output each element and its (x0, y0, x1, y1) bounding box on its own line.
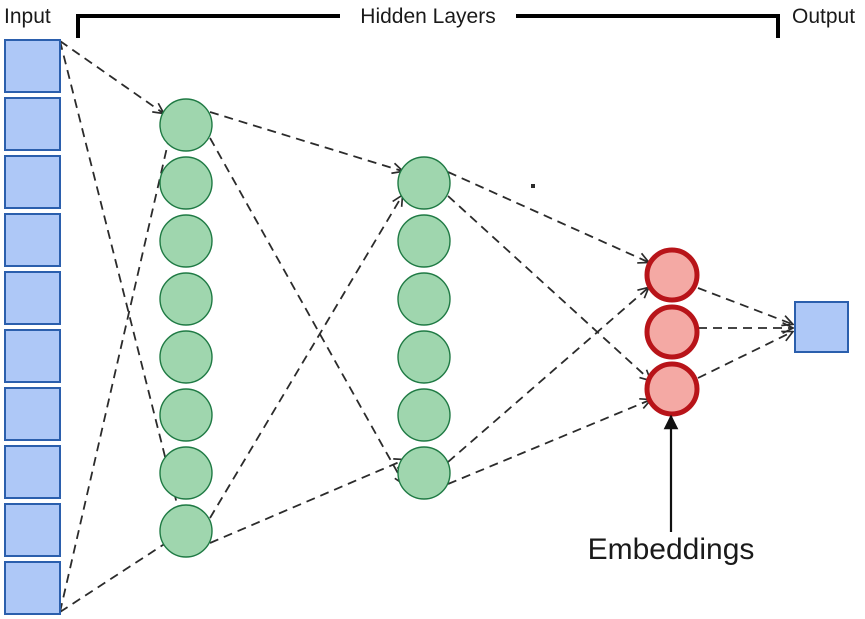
edge-8 (209, 460, 404, 544)
edge-7 (209, 196, 402, 519)
edge-1 (59, 40, 163, 113)
node-input-10 (4, 561, 61, 615)
node-input-7 (4, 387, 61, 441)
input-label: Input (4, 5, 51, 28)
edge-6 (209, 137, 404, 484)
stray-marks (531, 184, 535, 188)
edge-2 (59, 40, 179, 509)
node-hidden-2-2 (397, 214, 451, 268)
node-hidden-1-2 (159, 156, 213, 210)
stray-mark-1 (531, 184, 535, 188)
node-hidden-2-3 (397, 272, 451, 326)
node-embeddings-2 (644, 304, 700, 360)
node-hidden-1-6 (159, 388, 213, 442)
node-hidden-1-8 (159, 504, 213, 558)
edge-10 (447, 195, 650, 380)
node-hidden-1-1 (159, 98, 213, 152)
edge-3 (59, 142, 169, 613)
edge-4 (59, 542, 167, 613)
node-hidden-1-7 (159, 446, 213, 500)
output-label: Output (792, 5, 855, 28)
node-input-2 (4, 97, 61, 151)
node-input-9 (4, 503, 61, 557)
node-input-3 (4, 155, 61, 209)
node-output-1 (794, 301, 849, 353)
edge-5 (209, 111, 402, 171)
node-hidden-2-6 (397, 446, 451, 500)
node-embeddings-1 (644, 247, 700, 303)
node-hidden-2-5 (397, 388, 451, 442)
connection-edges (59, 40, 792, 613)
node-embeddings-3 (644, 361, 700, 417)
edge-15 (697, 332, 792, 379)
edge-11 (447, 288, 648, 463)
node-hidden-2-4 (397, 330, 451, 384)
node-input-8 (4, 445, 61, 499)
node-hidden-1-4 (159, 272, 213, 326)
node-hidden-2-1 (397, 156, 451, 210)
node-hidden-1-5 (159, 330, 213, 384)
hidden-layers-label: Hidden Layers (360, 5, 495, 28)
embeddings-label: Embeddings (588, 533, 755, 566)
edge-12 (447, 400, 650, 485)
node-input-4 (4, 213, 61, 267)
node-input-5 (4, 271, 61, 325)
hidden-layers-bracket: Hidden Layers (76, 5, 780, 38)
node-input-6 (4, 329, 61, 383)
network-nodes (4, 39, 849, 615)
node-hidden-1-3 (159, 214, 213, 268)
node-input-1 (4, 39, 61, 93)
edge-9 (447, 171, 648, 262)
edge-13 (697, 287, 792, 324)
bracket-path (76, 14, 780, 38)
embeddings-annotation: Embeddings (588, 414, 755, 566)
